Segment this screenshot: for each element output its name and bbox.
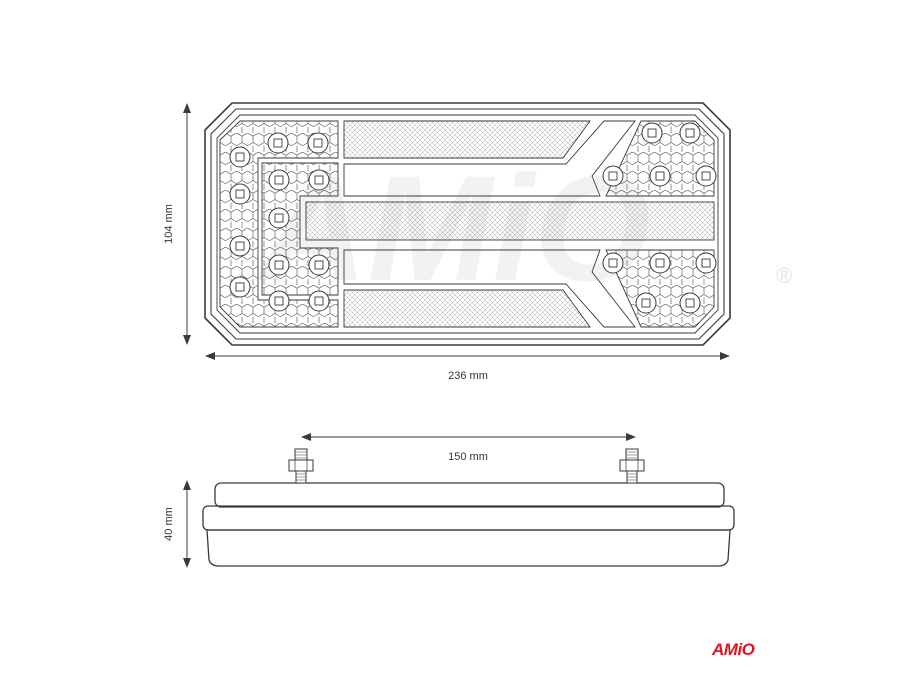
depth-dimension: 40 mm — [163, 480, 191, 568]
led-chip — [235, 189, 245, 199]
upper-light-strip — [343, 120, 591, 159]
led-chip — [274, 296, 284, 306]
led-lens — [679, 292, 701, 314]
led-lens — [229, 146, 251, 168]
width-label: 236 mm — [448, 370, 488, 382]
led-chip — [701, 258, 711, 268]
lamp-front-view — [204, 102, 731, 346]
led-group — [229, 122, 717, 314]
lamp-lens-outline — [216, 114, 719, 334]
led-lens — [649, 165, 671, 187]
led-chip — [274, 175, 284, 185]
led-lens — [229, 276, 251, 298]
lamp-outer-outline — [204, 102, 731, 346]
led-chip — [235, 152, 245, 162]
led-lens — [268, 169, 290, 191]
led-chip — [701, 171, 711, 181]
led-lens — [307, 132, 329, 154]
side-flange — [202, 505, 735, 531]
side-top-body — [214, 482, 725, 508]
led-chip — [314, 296, 324, 306]
width-dimension: 236 mm — [205, 352, 730, 382]
left-reflector-zone — [219, 120, 339, 328]
led-chip — [608, 258, 618, 268]
led-chip — [273, 138, 283, 148]
depth-label: 40 mm — [163, 507, 175, 541]
left-mounting-bolt — [288, 448, 314, 484]
led-chip — [235, 282, 245, 292]
led-chip — [608, 171, 618, 181]
lower-indicator-strip — [343, 249, 636, 328]
led-lens — [649, 252, 671, 274]
lower-light-strip — [343, 289, 591, 328]
led-chip — [655, 171, 665, 181]
led-chip — [314, 175, 324, 185]
led-chip — [647, 128, 657, 138]
led-lens — [602, 252, 624, 274]
led-lens — [695, 252, 717, 274]
led-chip — [274, 260, 284, 270]
led-lens — [679, 122, 701, 144]
height-dimension: 104 mm — [163, 103, 191, 345]
led-lens — [229, 183, 251, 205]
led-lens — [635, 292, 657, 314]
led-chip — [274, 213, 284, 223]
height-label: 104 mm — [163, 204, 175, 244]
led-chip — [685, 298, 695, 308]
lamp-side-view — [202, 448, 735, 567]
led-lens — [695, 165, 717, 187]
upper-indicator-strip — [343, 120, 636, 197]
led-chip — [314, 260, 324, 270]
mount-spacing-dimension: 150 mm — [301, 433, 636, 463]
led-lens — [641, 122, 663, 144]
lamp-inner-outline — [210, 108, 725, 340]
led-lens — [268, 254, 290, 276]
brand-logo: AMiO — [712, 640, 755, 659]
led-lens — [268, 207, 290, 229]
led-lens — [308, 169, 330, 191]
led-lens — [229, 235, 251, 257]
led-chip — [685, 128, 695, 138]
side-bottom-body — [206, 529, 731, 567]
led-lens — [308, 290, 330, 312]
led-chip — [641, 298, 651, 308]
led-chip — [655, 258, 665, 268]
led-lens — [308, 254, 330, 276]
central-light-bar — [305, 201, 715, 241]
led-lens — [268, 290, 290, 312]
led-lens — [267, 132, 289, 154]
led-chip — [313, 138, 323, 148]
led-lens — [602, 165, 624, 187]
mount-spacing-label: 150 mm — [448, 451, 488, 463]
right-mounting-bolt — [619, 448, 645, 484]
led-chip — [235, 241, 245, 251]
registered-mark: ® — [776, 263, 792, 288]
